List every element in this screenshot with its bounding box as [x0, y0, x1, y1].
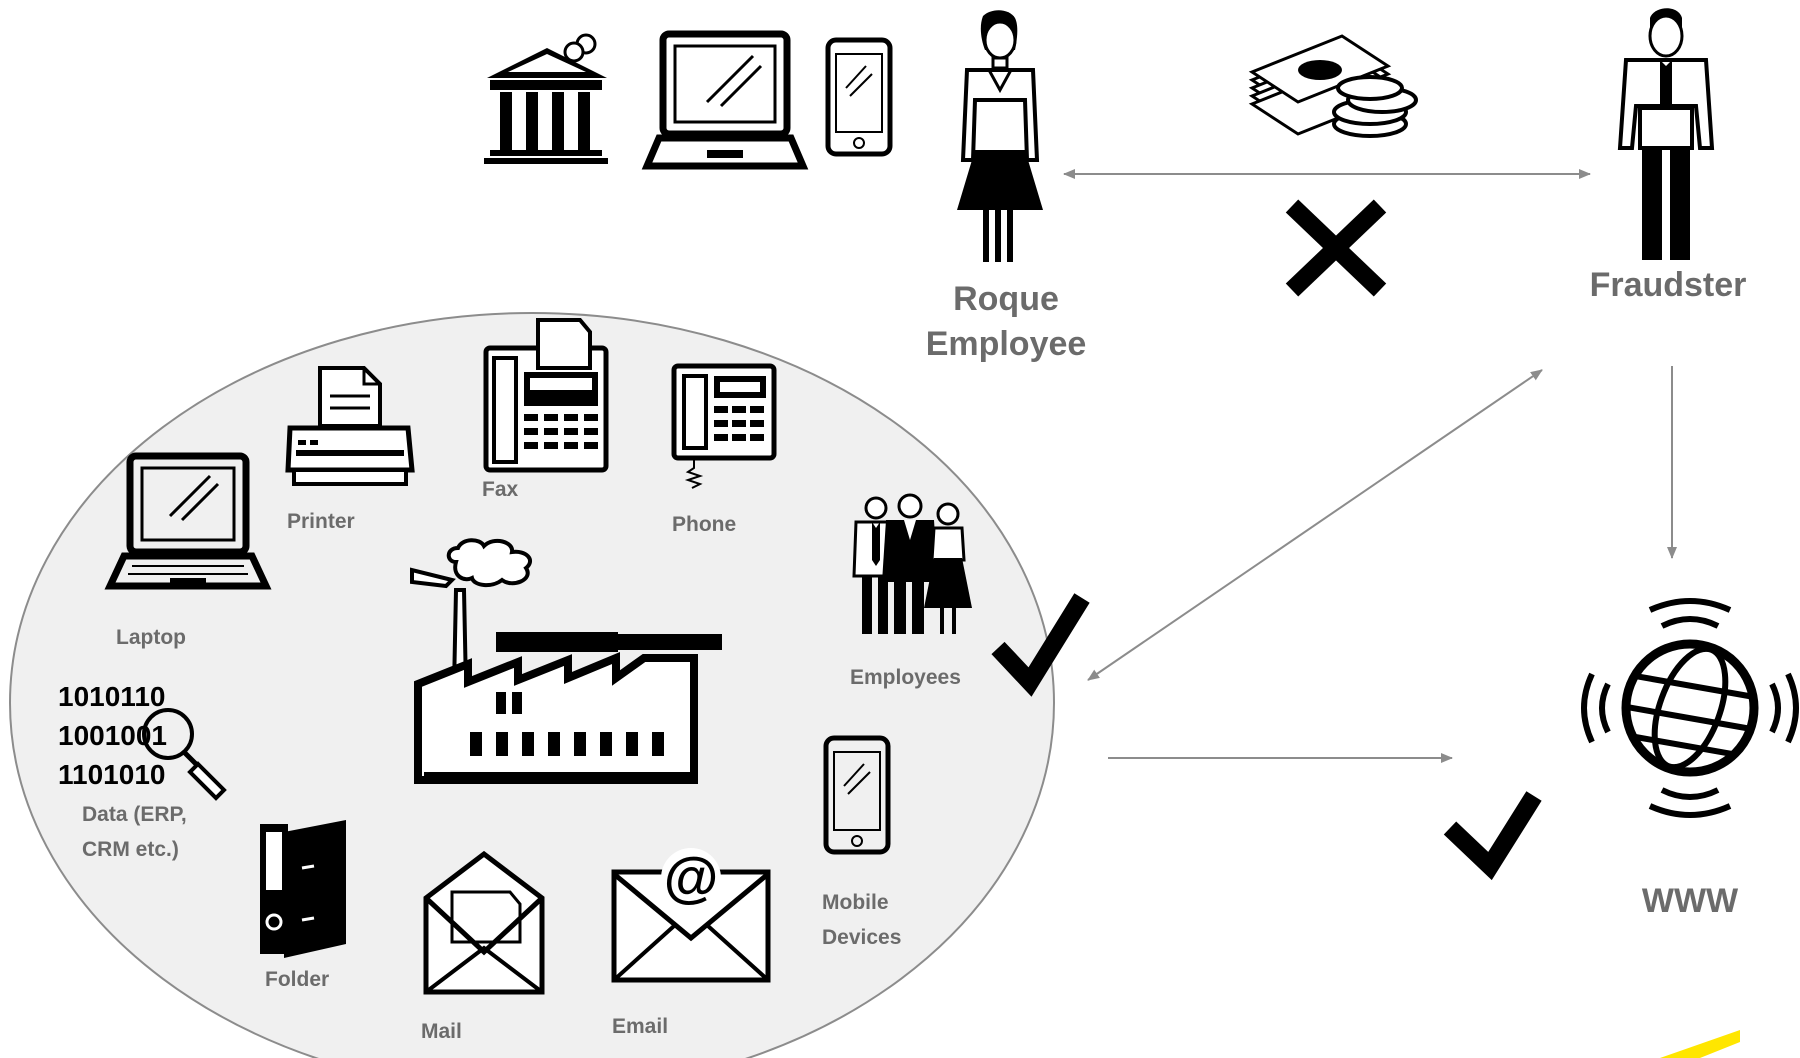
phone-label: Phone — [672, 513, 736, 536]
folder-label: Folder — [265, 968, 329, 991]
globe-icon — [1581, 598, 1799, 818]
fax-label: Fax — [482, 478, 519, 501]
checkmark-www-icon — [1443, 791, 1542, 881]
printer-label: Printer — [287, 510, 355, 533]
money-icon — [1248, 34, 1418, 138]
folder-icon — [260, 820, 346, 958]
employees-icon — [852, 493, 972, 634]
roque-employee-icon — [957, 10, 1043, 262]
mobile-devices-label-line2: Devices — [822, 926, 901, 949]
arrow-fraudster-company — [1087, 369, 1543, 681]
phone-top-icon — [825, 37, 893, 157]
bank-icon — [484, 33, 608, 164]
blocked-x-icon — [1285, 199, 1387, 297]
mail-label: Mail — [421, 1020, 462, 1043]
factory-icon — [410, 538, 722, 784]
checkmark-company-icon — [991, 593, 1090, 697]
desk-phone-icon — [671, 363, 777, 489]
laptop-top-icon — [641, 30, 809, 170]
www-label: WWW — [1642, 882, 1739, 920]
mail-icon — [423, 850, 545, 995]
fax-icon — [483, 318, 609, 473]
binary-line-3: 1101010 — [58, 759, 165, 790]
laptop-icon — [104, 452, 272, 590]
svg-text:@: @ — [664, 845, 719, 908]
employees-label: Employees — [850, 666, 961, 689]
data-label: Data (ERP, — [82, 803, 187, 826]
printer-icon — [285, 366, 415, 486]
fraudster-label: Fraudster — [1590, 266, 1747, 304]
data-label-line2: CRM etc.) — [82, 838, 179, 861]
mobile-device-icon — [823, 735, 891, 855]
email-icon: @ — [611, 845, 771, 983]
fraudster-icon — [1617, 8, 1715, 260]
laptop-label: Laptop — [116, 626, 186, 649]
binary-line-2: 1001001 — [58, 720, 167, 751]
binary-line-1: 1010110 — [58, 681, 165, 712]
mobile-devices-label: Mobile — [822, 891, 889, 914]
roque-employee-label-line2: Employee — [926, 325, 1087, 363]
accent-mark — [1660, 1030, 1740, 1058]
email-label: Email — [612, 1015, 668, 1038]
magnifier-icon — [142, 708, 227, 801]
roque-employee-label: Roque — [953, 280, 1059, 318]
